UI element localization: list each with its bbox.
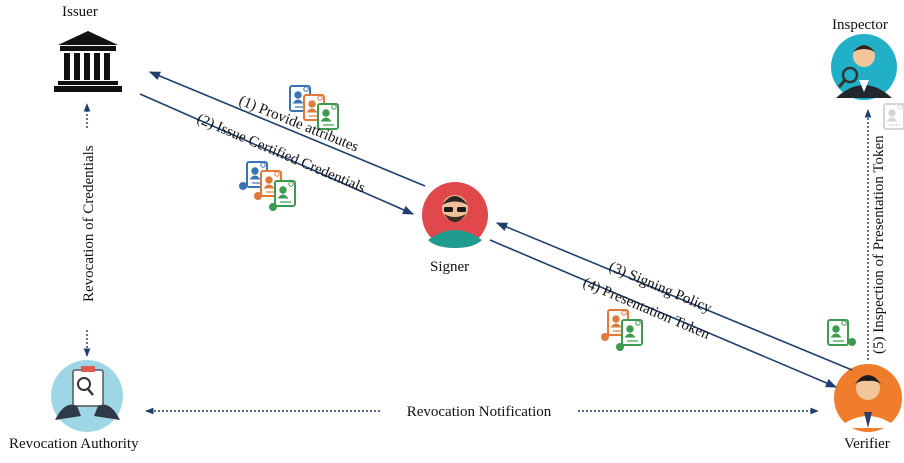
- signer-label: Signer: [430, 259, 470, 275]
- edge-label-inspection: (5) Inspection of Presentation Token: [871, 135, 887, 354]
- arrow-issue-credentials: [139, 93, 415, 215]
- edge-label-revocation-notification: Revocation Notification: [407, 404, 552, 420]
- faded-credential-icon: [883, 103, 904, 130]
- presentation-token-credentials-icon: [601, 309, 643, 351]
- verifier-avatar-icon: [834, 364, 902, 432]
- arrow-signing-policy: [495, 222, 853, 371]
- revocation-authority-icon: [51, 360, 123, 432]
- edge-label-revocation-of-credentials: Revocation of Credentials: [81, 145, 97, 302]
- certified-credentials-icon: [239, 161, 296, 211]
- inspector-avatar-icon: [831, 34, 897, 100]
- inspector-label: Inspector: [832, 17, 888, 33]
- arrow-provide-attributes: [148, 71, 426, 187]
- revocation-authority-label: Revocation Authority: [9, 436, 139, 452]
- arrow-presentation-token: [489, 239, 838, 388]
- verifier-label: Verifier: [844, 436, 890, 452]
- bank-icon: [54, 31, 122, 92]
- issuer-label: Issuer: [62, 4, 98, 20]
- inspection-credential-icon: [827, 319, 856, 346]
- signer-avatar-icon: [422, 182, 488, 248]
